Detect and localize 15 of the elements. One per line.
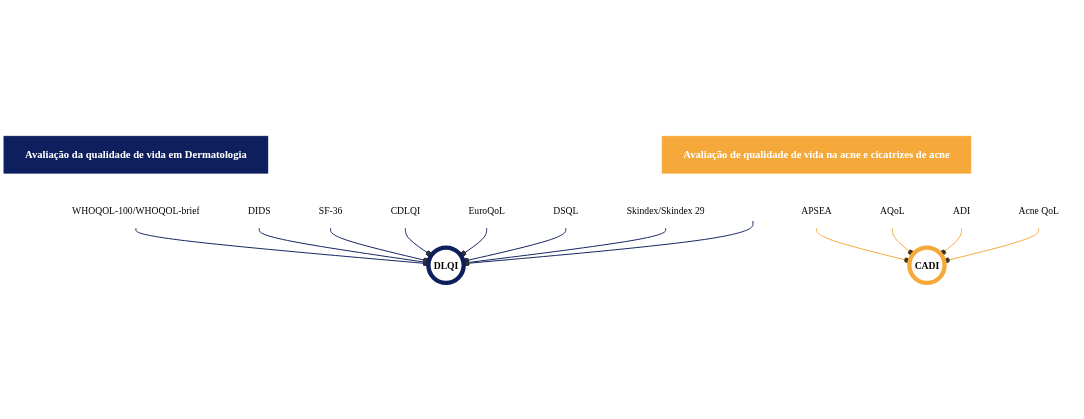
node-text: APSEA [801,205,832,216]
node-text: DSQL [553,205,579,216]
node-text: Skindex/Skindex 29 [626,205,705,216]
node-text: Acne QoL [1018,205,1059,216]
node-text: DIDS [247,205,271,216]
node-text: CDLQI [390,205,421,216]
node-text: ADI [953,205,971,216]
node-text: WHOQOL-100/WHOQOL-brief [72,205,200,216]
node-text: SF-36 [318,205,343,216]
node-text: EuroQoL [468,205,505,216]
node-box: Avaliação da qualidade de vida em Dermatologia [3,135,269,174]
node-circle: DLQI [426,245,466,286]
node-box: Avaliação de qualidade de vida na acne e cicatrizes de acne [661,135,972,174]
node-circle: CADI [907,245,947,286]
node-text: AQoL [880,205,905,216]
